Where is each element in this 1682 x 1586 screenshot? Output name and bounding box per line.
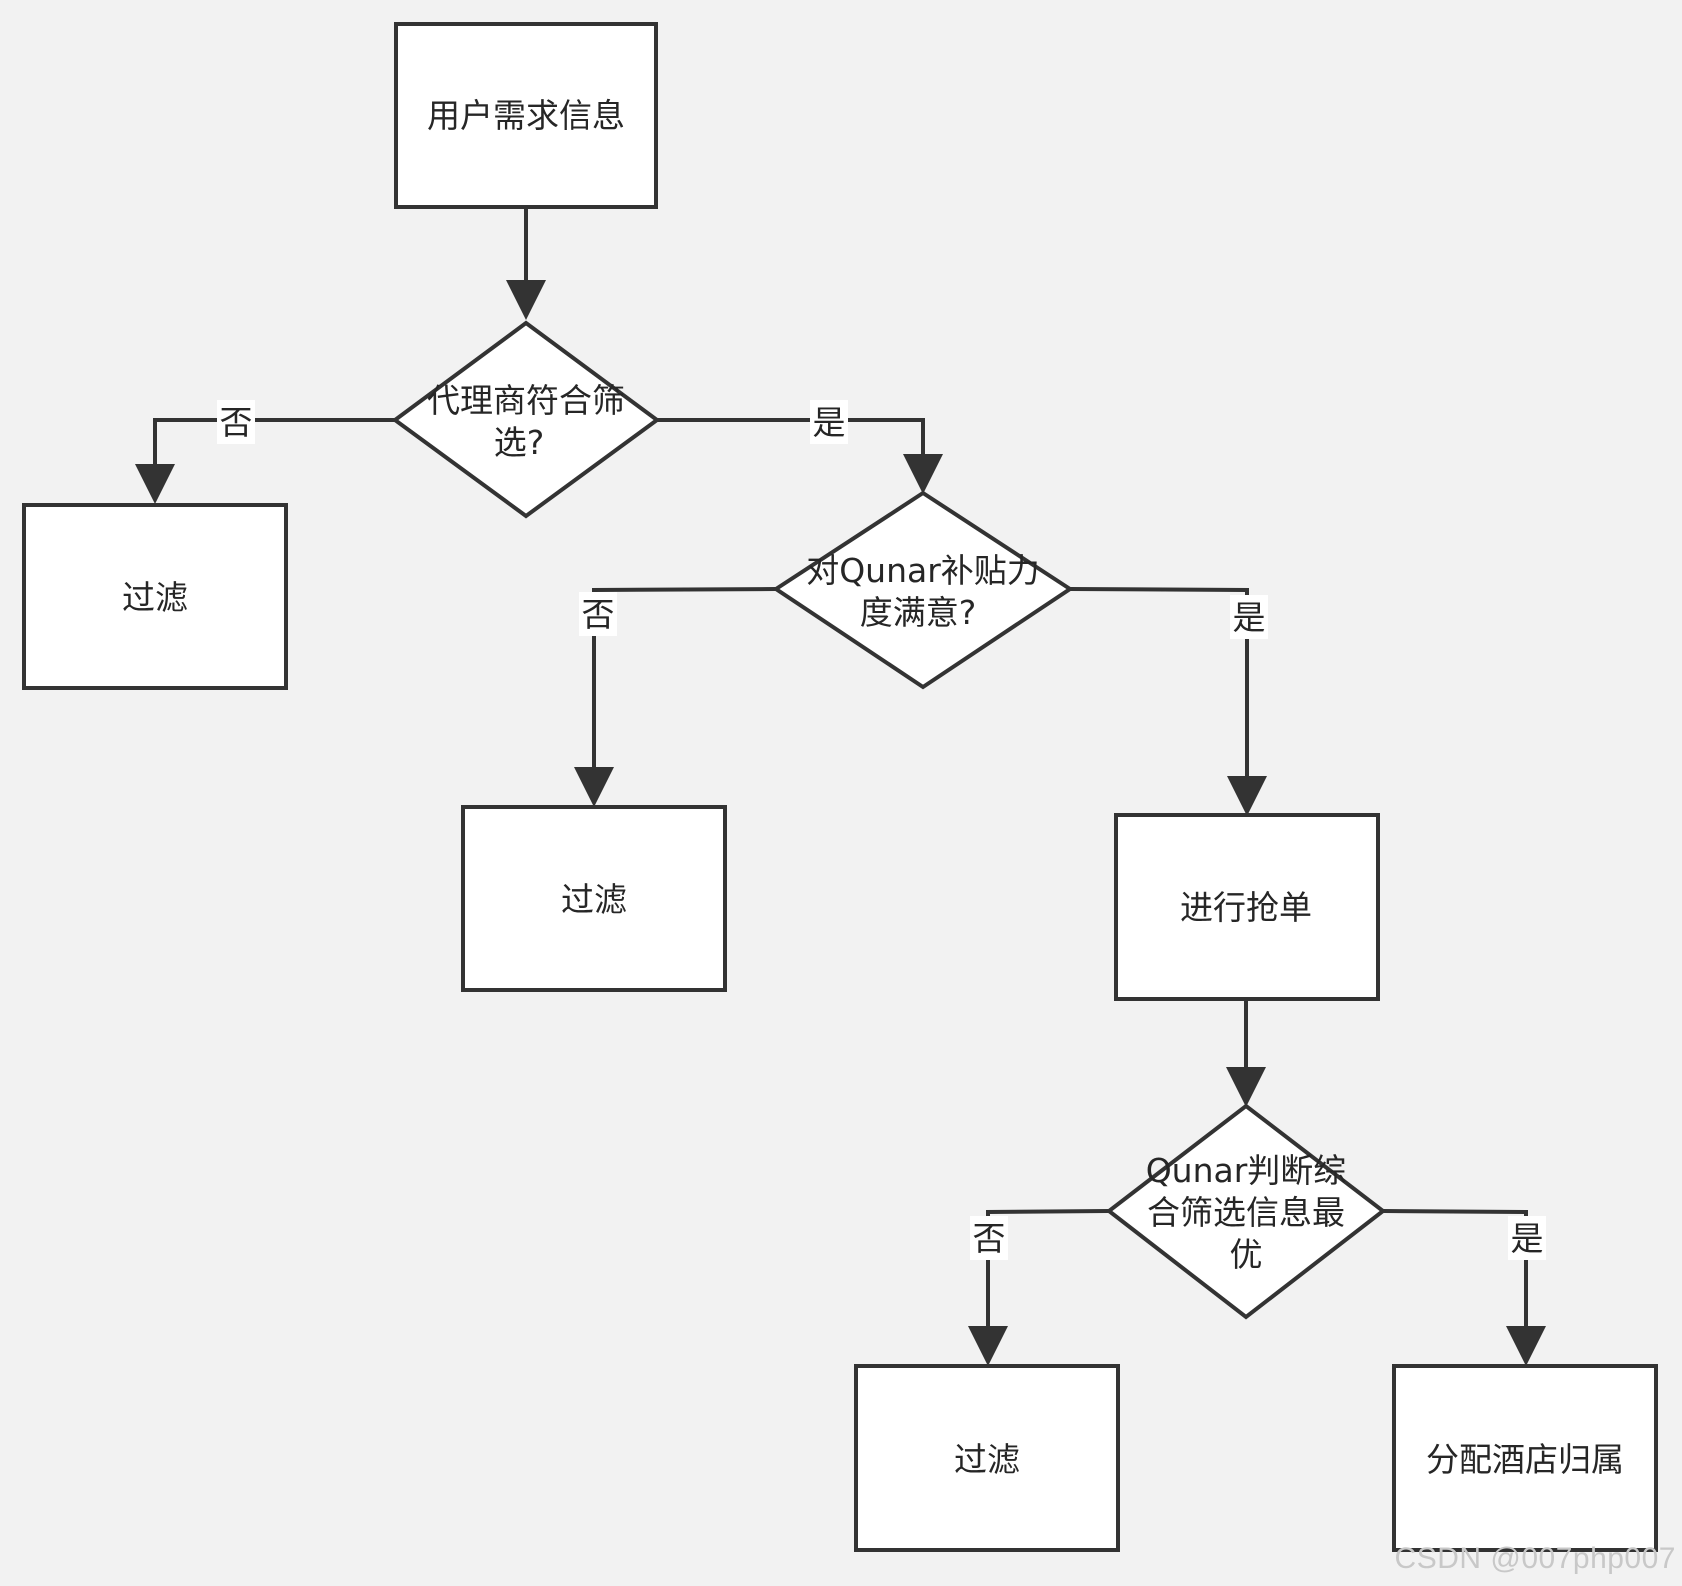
edge-label-d1-yes: 是 bbox=[813, 403, 846, 442]
node-start-box bbox=[394, 22, 658, 209]
edge-decision2-no bbox=[574, 587, 777, 807]
node-decision2-label-line2: 度满意? bbox=[860, 593, 977, 632]
node-decision2-diamond bbox=[772, 490, 1074, 690]
edge-label-d1-no: 否 bbox=[220, 403, 253, 442]
node-start-label: 用户需求信息 bbox=[427, 96, 625, 135]
node-decision3-label-line3: 优 bbox=[1230, 1235, 1263, 1274]
node-filter3-label: 过滤 bbox=[954, 1440, 1020, 1479]
edge-decision1-no bbox=[135, 418, 395, 504]
node-grab-box bbox=[1114, 813, 1380, 1001]
edge-label-d2-yes: 是 bbox=[1233, 598, 1266, 637]
edge-decision2-yes bbox=[1069, 587, 1267, 816]
edge-decision3-yes bbox=[1382, 1209, 1546, 1366]
node-decision3-label-line2: 合筛选信息最 bbox=[1147, 1193, 1345, 1232]
node-filter1-label: 过滤 bbox=[122, 578, 188, 617]
edge-decision1-yes bbox=[657, 418, 943, 494]
edge-label-d3-no: 否 bbox=[973, 1219, 1006, 1258]
watermark-text: CSDN @007php007 bbox=[1394, 1542, 1676, 1575]
node-assign-box bbox=[1392, 1364, 1658, 1552]
node-filter2-box bbox=[461, 805, 727, 992]
node-filter2-label: 过滤 bbox=[561, 880, 627, 919]
node-assign-label: 分配酒店归属 bbox=[1426, 1440, 1624, 1479]
node-decision3-diamond bbox=[1105, 1103, 1387, 1320]
node-decision1-label-line2: 选? bbox=[494, 423, 545, 462]
node-decision1-label-line1: 代理商符合筛 bbox=[427, 381, 625, 420]
node-filter3-box bbox=[854, 1364, 1120, 1552]
edge-label-d2-no: 否 bbox=[582, 595, 615, 634]
edge-label-d3-yes: 是 bbox=[1511, 1219, 1544, 1258]
node-decision3-label-line1: Qunar判断综 bbox=[1146, 1151, 1347, 1190]
edge-decision3-no bbox=[968, 1209, 1110, 1366]
node-grab-label: 进行抢单 bbox=[1180, 888, 1312, 927]
node-decision2-label-line1: 对Qunar补贴力 bbox=[806, 551, 1040, 590]
node-decision1-diamond bbox=[391, 320, 661, 519]
node-filter1-box bbox=[22, 503, 288, 690]
